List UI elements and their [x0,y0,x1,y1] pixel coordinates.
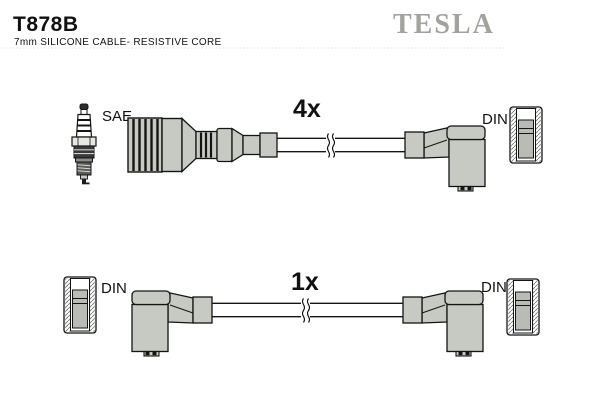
cable-set-row-2: DIN 1x DIN [63,268,540,357]
subtitle: 7mm SILICONE CABLE- RESISTIVE CORE [14,37,221,48]
straight-sae-boot [127,117,278,173]
tesla-brand-logo: TESLA [393,9,495,40]
page-title-part-number: T878B [13,13,79,36]
quantity-label-1x: 1x [291,268,319,296]
din-label-row1: DIN [482,111,508,128]
cable-line [212,296,403,324]
sae-label: SAE [102,108,132,125]
din-label-row2-left: DIN [101,280,127,297]
quantity-label-4x: 4x [293,95,321,123]
cable-line [277,131,405,159]
spark-plug-icon [71,103,97,185]
cable-break-gap [301,296,310,324]
elbow-din-boot-right [402,290,484,357]
din-terminal-icon-right [506,278,540,336]
elbow-din-boot-left [131,290,213,357]
din-terminal-icon [509,106,543,164]
din-terminal-icon-left [63,276,97,334]
cable-set-row-1: SAE 4x [71,95,543,192]
elbow-din-boot [404,125,486,192]
din-label-row2-right: DIN [481,279,507,296]
cable-break-gap [326,131,335,159]
